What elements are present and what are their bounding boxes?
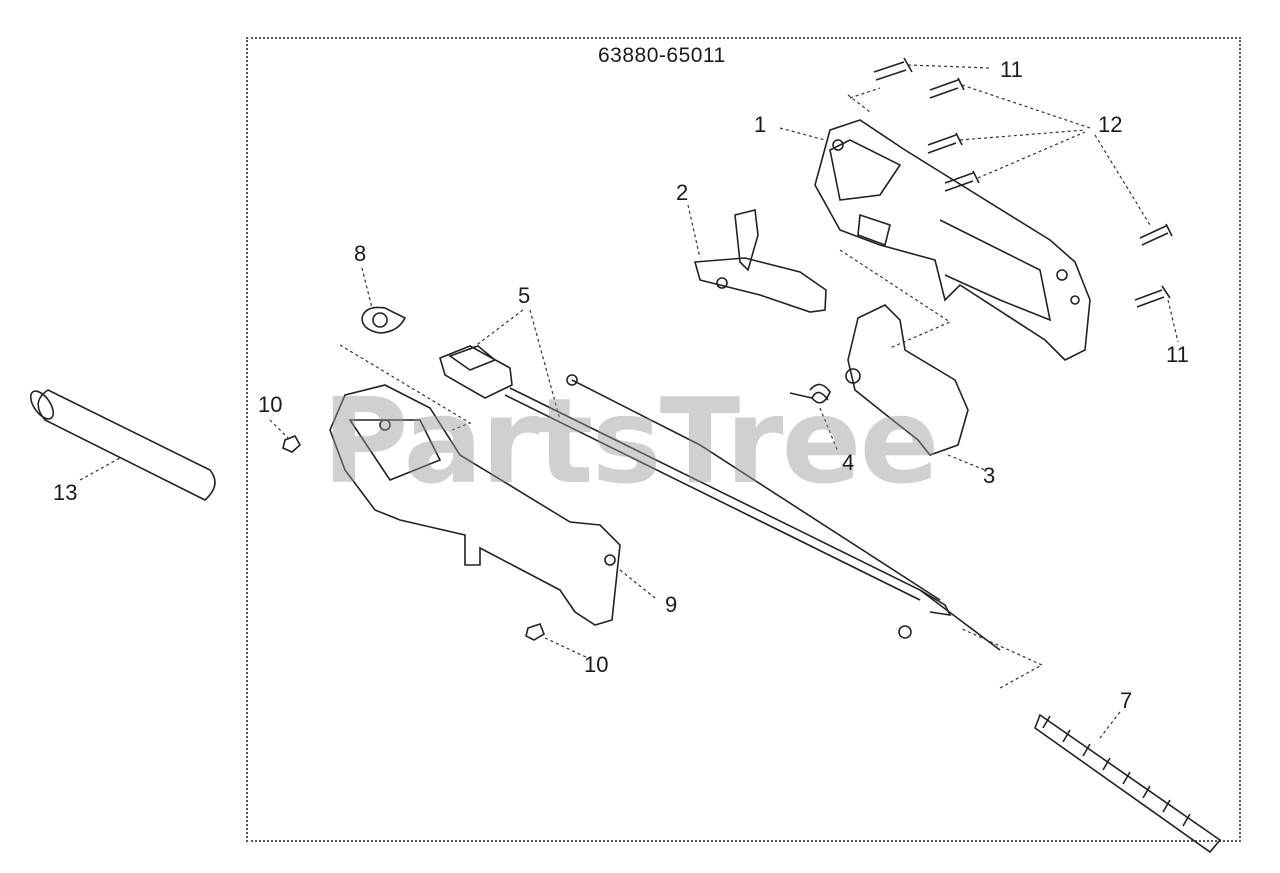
part-10-nuts: [282, 434, 545, 641]
model-number: 63880-65011: [598, 44, 726, 67]
part-5-stop-switch: [439, 345, 513, 399]
callout-10-left[interactable]: 10: [258, 392, 283, 417]
callout-1[interactable]: 1: [754, 112, 767, 137]
part-3-throttle-trigger: [845, 304, 969, 456]
callout-11-top[interactable]: 11: [1000, 57, 1023, 82]
part-7-corrugated-tube: [1034, 713, 1222, 854]
callout-12[interactable]: 12: [1098, 112, 1123, 137]
callout-2[interactable]: 2: [676, 180, 689, 205]
part-12-screws: [927, 77, 1173, 246]
part-handle-housing-left: [329, 384, 621, 626]
callout-11-bottom[interactable]: 11: [1166, 342, 1189, 367]
leader-lines: [79, 64, 1179, 739]
part-1-handle-housing-right: [814, 119, 1091, 361]
part-8-grommet: [361, 306, 407, 334]
callout-4[interactable]: 4: [842, 450, 855, 475]
part-cables: [504, 374, 1001, 651]
callout-13[interactable]: 13: [53, 480, 78, 505]
part-11-screws: [873, 57, 1171, 308]
part-13-grip-tube: [29, 389, 216, 501]
diagram-frame: [246, 37, 1241, 842]
callout-10-bottom[interactable]: 10: [584, 652, 609, 677]
part-2-throttle-lock: [693, 209, 827, 313]
callout-3[interactable]: 3: [983, 463, 996, 488]
part-4-spring: [789, 383, 831, 404]
callout-7[interactable]: 7: [1120, 688, 1133, 713]
callout-8[interactable]: 8: [354, 241, 367, 266]
callout-5[interactable]: 5: [518, 283, 531, 308]
callout-9[interactable]: 9: [665, 592, 678, 617]
